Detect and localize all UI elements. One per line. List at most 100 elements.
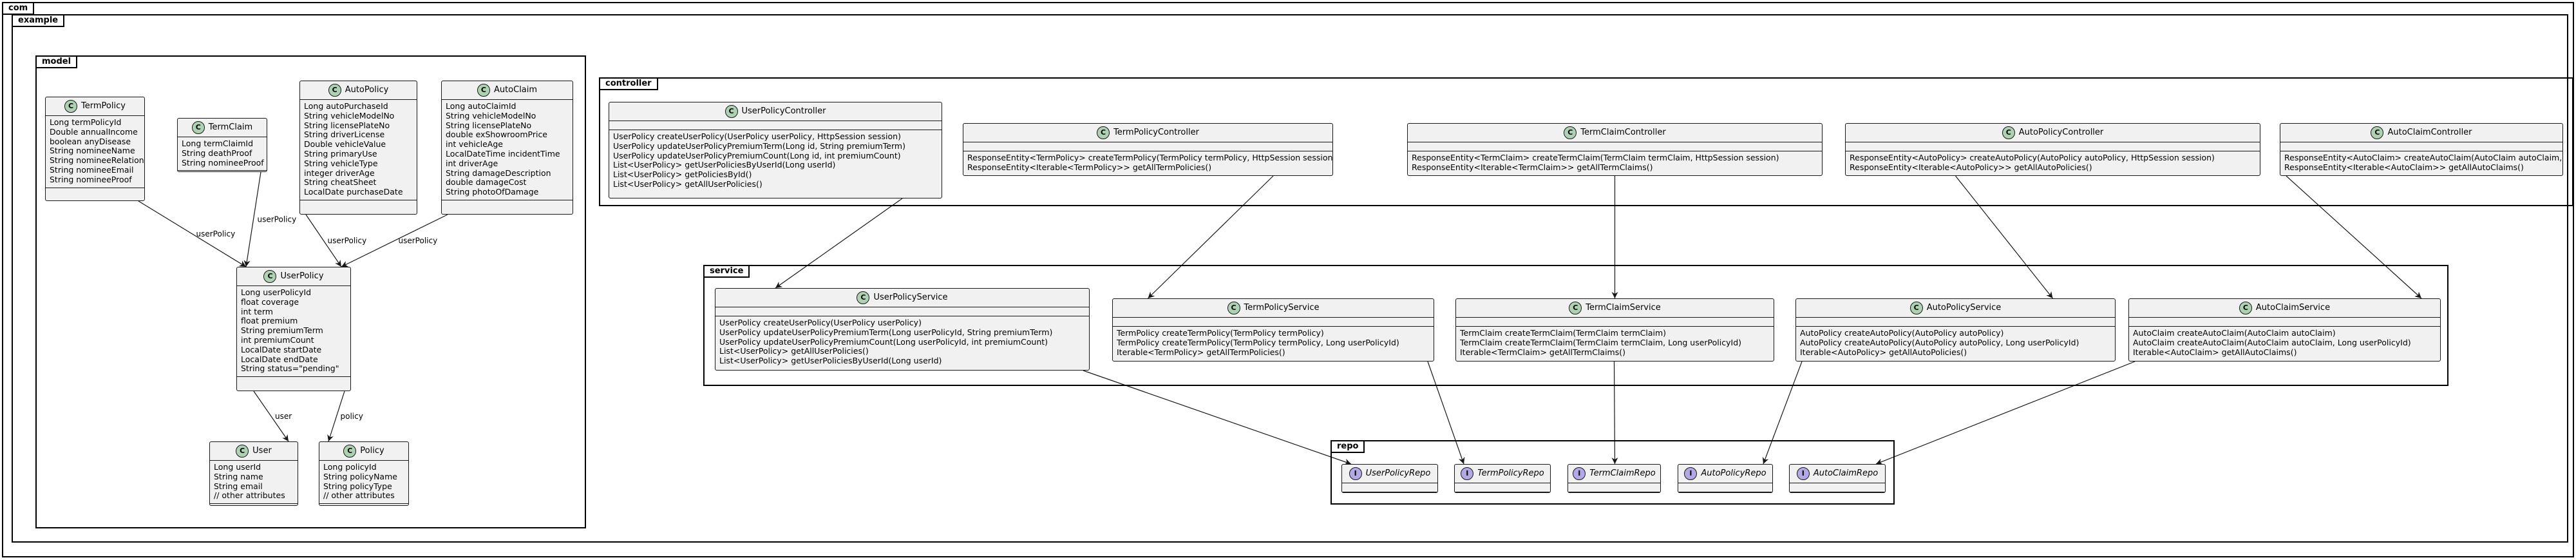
class-member: UserPolicy createUserPolicy(UserPolicy u… [719, 318, 922, 327]
class-member: List<UserPolicy> getUserPoliciesByUserId… [613, 160, 836, 170]
class-attributes [1568, 483, 1660, 492]
class-member: List<UserPolicy> getPoliciesById() [613, 169, 752, 180]
class-member: String damageDescription [446, 168, 551, 178]
class-member: Long termPolicyId [50, 117, 122, 127]
class-methods: UserPolicy createUserPolicy(UserPolicy u… [609, 130, 942, 192]
class-member: int term [241, 306, 273, 316]
class-methods [46, 188, 144, 197]
class-member: UserPolicy updateUserPolicyPremiumTerm(L… [613, 140, 905, 151]
class-attributes [715, 307, 1089, 316]
class-member: String deathProof [182, 148, 252, 158]
class-member: LocalDate startDate [241, 344, 322, 354]
class-icon: C [2371, 126, 2384, 139]
class-name: TermClaimService [1586, 302, 1661, 313]
relation-arrow-TermPolicy-UserPolicy [138, 200, 247, 267]
class-name: AutoClaimRepo [1813, 468, 1879, 478]
class-member: float premium [241, 316, 298, 326]
class-attributes [1678, 483, 1772, 492]
class-methods: ResponseEntity<AutoClaim> createAutoClai… [2280, 151, 2562, 175]
relation-label: policy [341, 412, 363, 421]
class-methods [300, 200, 417, 209]
class-methods [237, 377, 350, 385]
class-member: ResponseEntity<TermPolicy> createTermPol… [967, 153, 1333, 162]
class-member: ResponseEntity<AutoPolicy> createAutoPol… [1850, 153, 2215, 162]
class-member: String primaryUse [304, 148, 377, 159]
class-name: AutoPolicyController [2018, 127, 2104, 137]
class-member: LocalDate endDate [241, 354, 318, 364]
class-icon: C [1564, 126, 1577, 139]
class-member: int driverAge [446, 158, 498, 168]
class-icon: C [477, 84, 490, 97]
package-com-label: com [2, 2, 35, 15]
class-attributes [1455, 483, 1550, 492]
class-member: float coverage [241, 296, 299, 307]
class-methods: AutoPolicy createAutoPolicy(AutoPolicy a… [1796, 327, 2115, 360]
class-member: String premiumTerm [241, 325, 323, 336]
class-name: AutoClaim [493, 84, 538, 95]
class-member: TermClaim createTermClaim(TermClaim term… [1460, 337, 1742, 347]
class-member: List<UserPolicy> getAllUserPolicies() [613, 179, 762, 189]
class-attributes [2129, 318, 2440, 327]
class-name: TermPolicyRepo [1477, 468, 1544, 478]
relation-label: userPolicy [399, 237, 438, 246]
class-name: UserPolicyController [741, 106, 826, 116]
class-member: String driverLicense [304, 130, 385, 140]
relation-arrow-AutoPolicyController-AutoPolicyService [1955, 175, 2053, 299]
class-member: Iterable<AutoPolicy> getAllAutoPolicies(… [1800, 347, 1967, 357]
class-name: Policy [360, 445, 384, 456]
class-member: String photoOfDamage [446, 187, 539, 197]
interface-icon: I [1684, 467, 1698, 480]
class-name: TermClaimRepo [1589, 468, 1656, 478]
class-name: AutoClaimController [2387, 127, 2472, 137]
class-member: String email [214, 481, 263, 491]
relation-arrow-AutoPolicy-UserPolicy [305, 214, 342, 267]
class-methods [210, 504, 298, 505]
interface-icon: I [1573, 467, 1586, 480]
class-member: double damageCost [446, 177, 527, 188]
class-name: AutoPolicy [345, 84, 389, 95]
package-model-label: model [35, 55, 78, 68]
class-name: AutoPolicyRepo [1701, 468, 1766, 478]
class-attributes [963, 142, 1332, 151]
package-repo: repo [1331, 440, 1895, 505]
class-member: Long userId [214, 462, 261, 472]
package-repo-label: repo [1331, 440, 1365, 453]
class-member: Long autoPurchaseId [304, 101, 388, 111]
relation-arrow-AutoClaimController-AutoClaimService [2286, 175, 2422, 299]
class-name: TermPolicyService [1244, 302, 1320, 313]
class-member: AutoClaim createAutoClaim(AutoClaim auto… [2133, 328, 2336, 338]
class-member: ResponseEntity<Iterable<TermClaim>> getA… [1412, 162, 1653, 172]
class-member: AutoPolicy createAutoPolicy(AutoPolicy a… [1800, 337, 2079, 347]
